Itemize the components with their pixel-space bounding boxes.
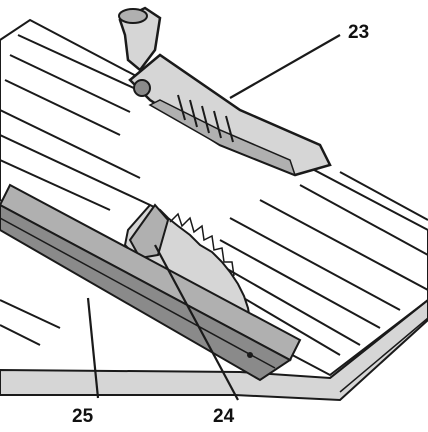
callout-24: 24 — [213, 406, 235, 427]
rip-fence — [0, 183, 302, 382]
callout-lines — [86, 34, 341, 401]
callout-line-24 — [154, 244, 239, 401]
blade-guard — [118, 6, 332, 177]
callout-line-23 — [229, 34, 341, 99]
callout-25: 25 — [72, 406, 94, 427]
callout-line-25 — [86, 297, 100, 399]
callout-23: 23 — [348, 22, 369, 43]
